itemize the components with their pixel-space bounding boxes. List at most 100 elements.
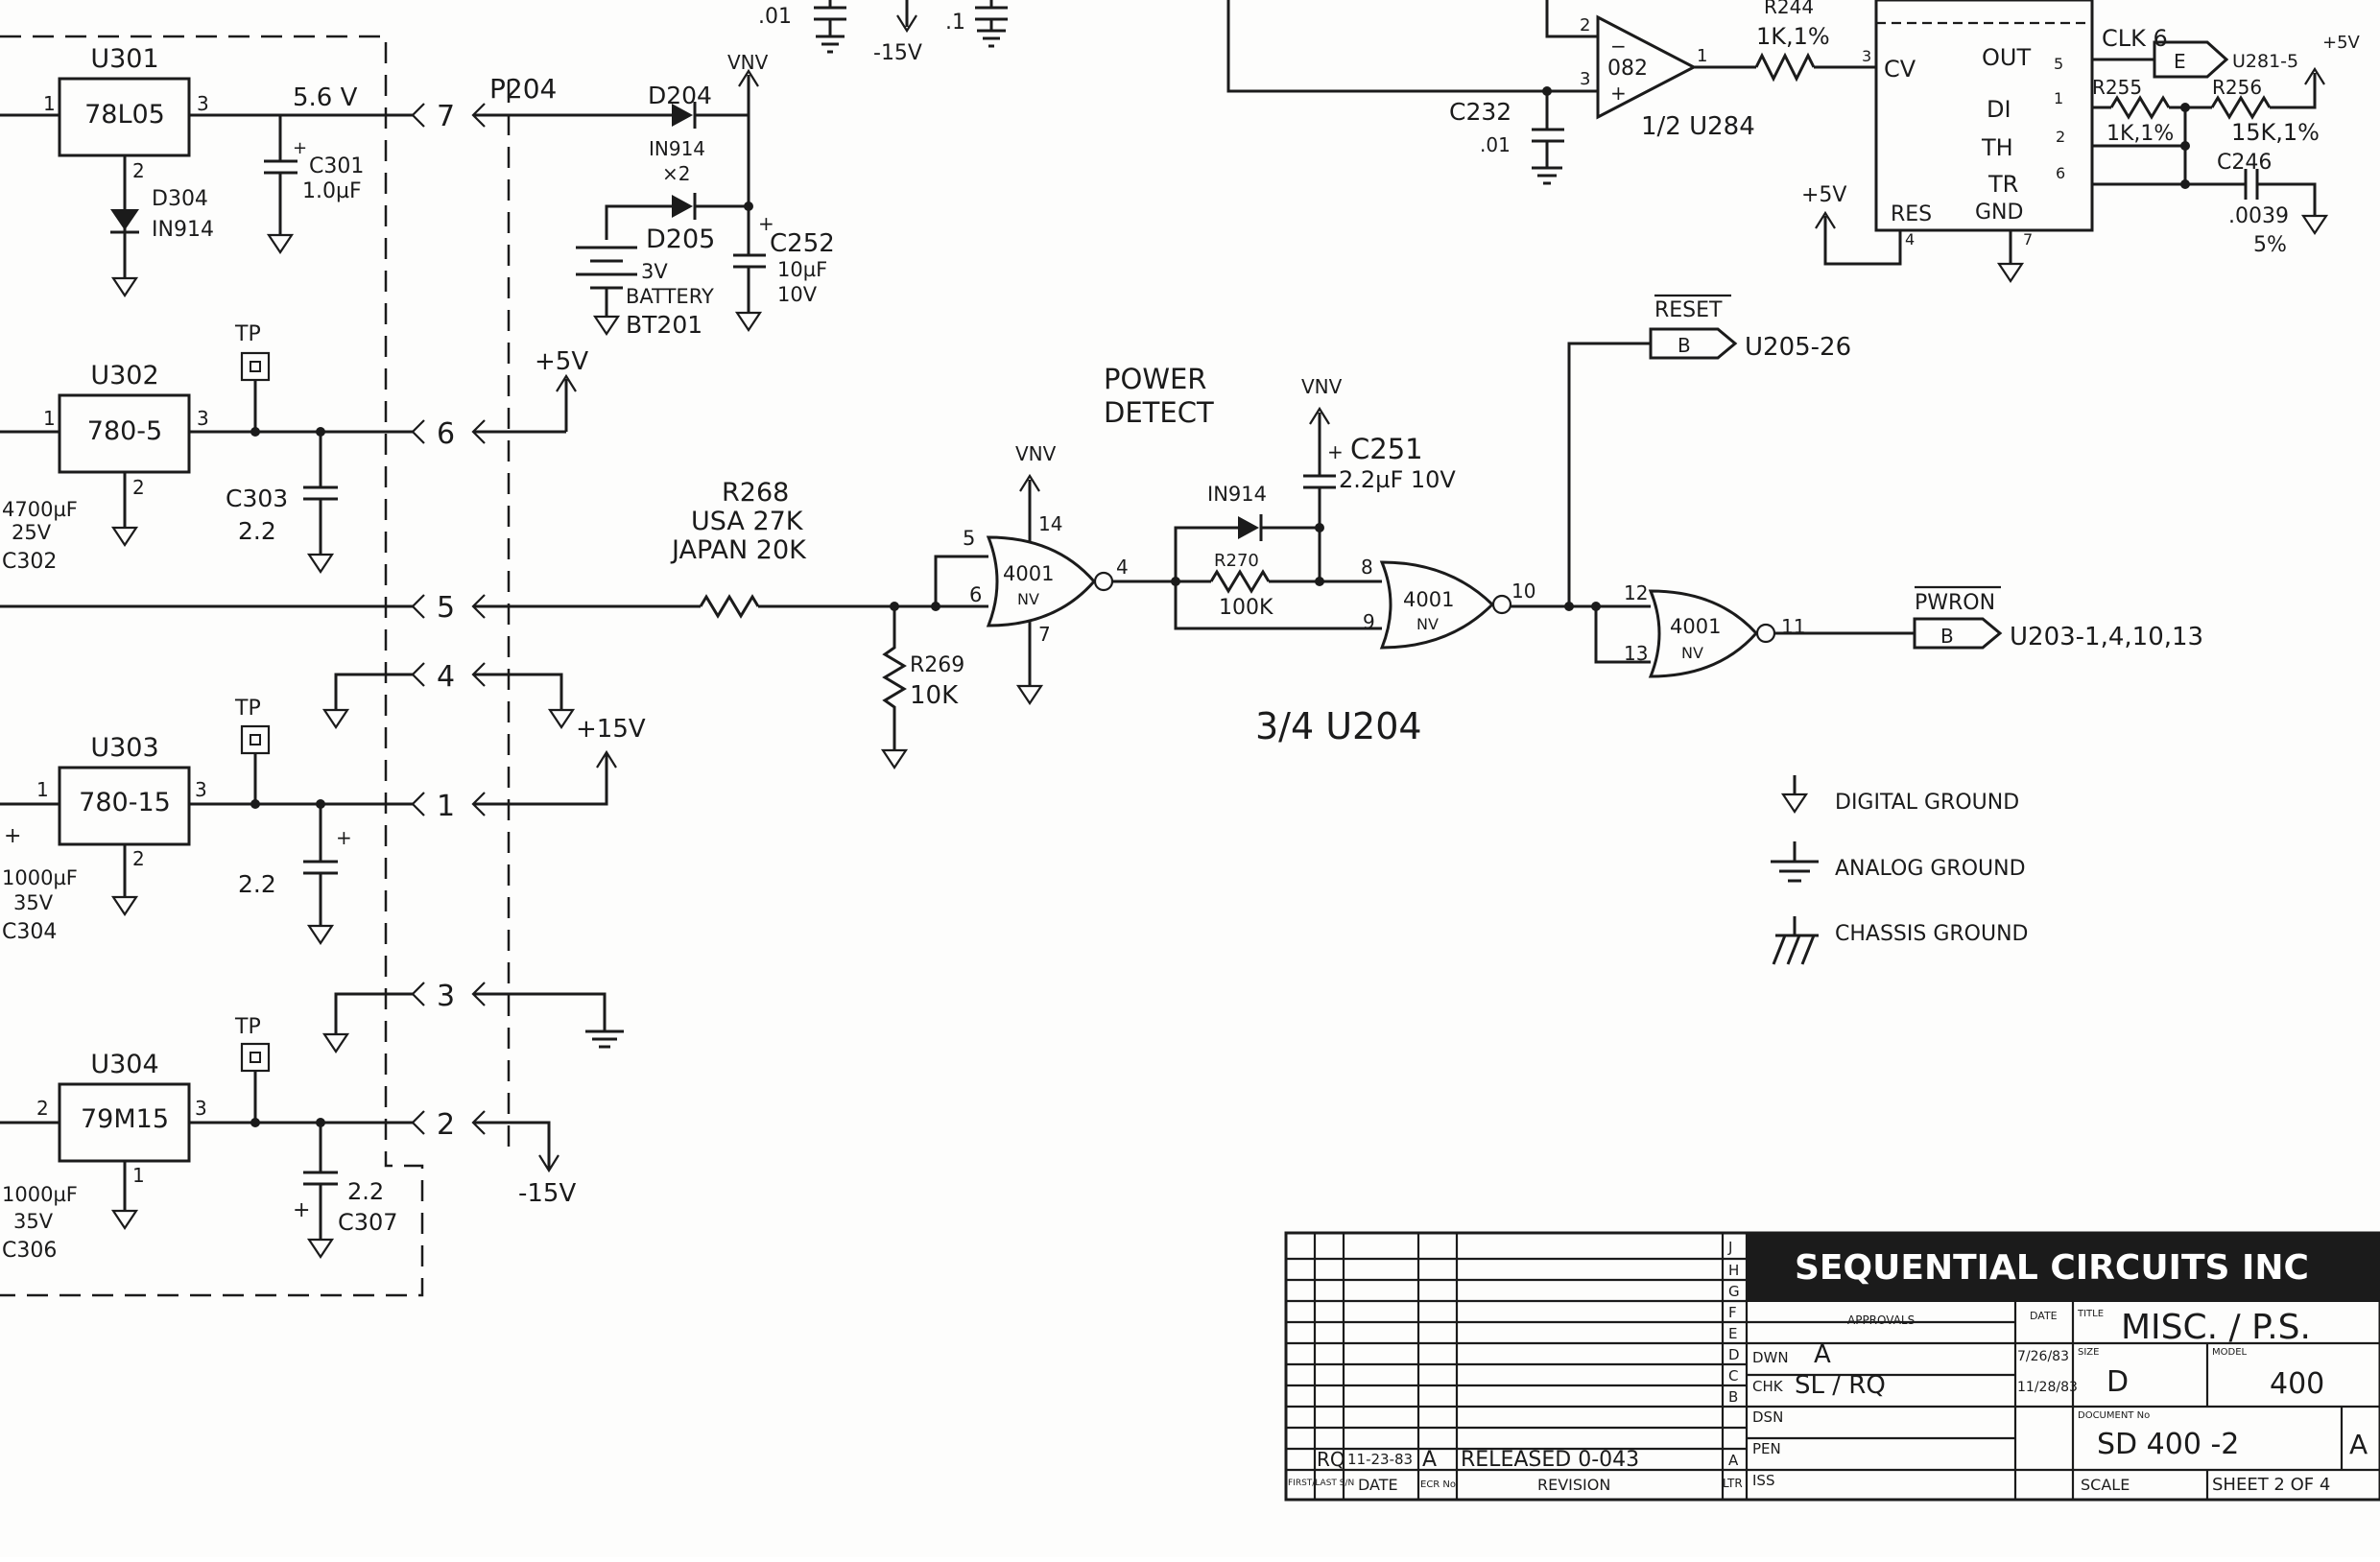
regulator-u304: U304 79M15 2 3 1 TP + 2.2 C307 1000µF 35… — [0, 1015, 413, 1263]
timer-pin-res: RES — [1891, 202, 1932, 226]
timer-pin-di: DI — [1987, 96, 2011, 123]
c301-ref: C301 — [309, 154, 364, 178]
connector-pin-5: 5 — [437, 591, 455, 625]
u301-pin: 2 — [132, 159, 145, 182]
svg-text:−: − — [1610, 35, 1627, 58]
opamp-pin: 2 — [1580, 15, 1590, 36]
regulator-u302: U302 780-5 1 3 2 TP C303 2.2 4700µF 25V … — [0, 322, 413, 574]
power-detect-circuit: POWER DETECT R268 USA 27K JAPAN 20K R269… — [670, 363, 2203, 769]
pd-diode-part: IN914 — [1207, 483, 1267, 506]
c252-v: 10V — [777, 283, 818, 306]
approvals-header: APPROVALS — [1847, 1314, 1915, 1327]
opamp-u284: 082 2 3 1 − + 1/2 U284 C232 .01 R244 1K,… — [1226, 0, 1876, 185]
u304-pin: 3 — [195, 1097, 207, 1120]
dwn-date: 7/26/83 — [2017, 1349, 2069, 1364]
rev-letter: F — [1728, 1304, 1737, 1321]
rail-vnv-label: VNV — [1301, 375, 1343, 398]
clk-flag: E — [2174, 50, 2186, 73]
u302-pin: 3 — [197, 407, 209, 430]
gate-pin: 10 — [1511, 580, 1535, 603]
gate-sub: NV — [1017, 590, 1039, 608]
tp-label: TP — [234, 322, 261, 346]
rail-plus15-label: +15V — [576, 715, 646, 744]
d205-ref: D205 — [646, 225, 715, 254]
u303-ref: U303 — [90, 733, 158, 763]
c246-tol: 5% — [2253, 233, 2287, 257]
legend-digital-ground: DIGITAL GROUND — [1835, 791, 2019, 815]
c246-ref: C246 — [2217, 151, 2272, 175]
power-detect-title: DETECT — [1104, 396, 1214, 429]
top-partial-components: .01 -15V .1 — [758, 0, 1008, 65]
power-supply-enclosure — [0, 35, 511, 1297]
connector-p204: P204 7 6 +5V 5 4 1 +15V — [0, 73, 701, 1208]
p204-ref: P204 — [489, 73, 557, 105]
r270-val: 100K — [1219, 596, 1273, 620]
c307-ref: C307 — [338, 1209, 398, 1236]
c303-ref: C303 — [226, 485, 288, 512]
gate-pin: 5 — [963, 527, 975, 550]
title-header: TITLE — [2077, 1309, 2104, 1319]
rev-letter: H — [1728, 1262, 1739, 1279]
connector-pin-4: 4 — [437, 660, 455, 694]
sheet-number: SHEET 2 OF 4 — [2212, 1475, 2330, 1495]
role-chk: CHK — [1752, 1378, 1784, 1395]
foot-label: DATE — [1358, 1476, 1398, 1494]
c304-ref: C304 — [2, 920, 57, 944]
svg-text:+: + — [4, 824, 21, 848]
foot-label: REVISION — [1537, 1476, 1610, 1494]
connector-pin-3: 3 — [437, 980, 455, 1013]
tp-label: TP — [234, 697, 261, 721]
role-pen: PEN — [1752, 1440, 1781, 1457]
pwron-label: PWRON — [1915, 591, 1995, 615]
rail-plus5-label: +5V — [1801, 183, 1846, 207]
r244-ref: R244 — [1764, 0, 1814, 18]
u303-pin: 3 — [195, 778, 207, 801]
r268-japan: JAPAN 20K — [670, 535, 807, 565]
document-number: SD 400 -2 — [2097, 1428, 2239, 1461]
rev-letter: B — [1728, 1388, 1738, 1406]
u304-part: 79M15 — [81, 1104, 169, 1134]
tp-label: TP — [234, 1015, 261, 1039]
u303-part: 780-15 — [79, 788, 171, 817]
timer-pin-out: OUT — [1982, 44, 2031, 71]
r255-ref: R255 — [2092, 76, 2142, 99]
drawing-title: MISC. / P.S. — [2121, 1308, 2311, 1347]
u301-pin: 1 — [43, 92, 56, 115]
role-dwn: DWN — [1752, 1349, 1789, 1366]
u301-out-label: 5.6 V — [293, 83, 358, 112]
timer-pin-num: 7 — [2023, 230, 2033, 248]
clk-label: CLK 6 — [2102, 25, 2168, 52]
timer-pin-gnd: GND — [1975, 201, 2023, 225]
opamp-ref: 1/2 U284 — [1641, 112, 1755, 141]
timer-pin-num: 1 — [2054, 89, 2063, 107]
foot-label: LTR — [1723, 1477, 1743, 1490]
gate-pin: 7 — [1038, 623, 1051, 646]
battery-backup: D204 IN914 ×2 VNV D205 3V BATTERY BT201 … — [576, 51, 835, 339]
c306-val: 1000µF — [2, 1183, 78, 1206]
reset-dest: U205-26 — [1745, 333, 1851, 362]
rev-letter: D — [1728, 1346, 1740, 1363]
r268-usa: USA 27K — [691, 507, 804, 536]
rail-minus15-top: -15V — [873, 41, 922, 65]
d304-ref: D304 — [152, 187, 208, 211]
u301-ref: U301 — [90, 44, 158, 74]
battery-voltage: 3V — [641, 260, 668, 283]
rail-vnv-label: VNV — [727, 51, 769, 74]
r270-ref: R270 — [1214, 551, 1259, 571]
opamp-pin: 1 — [1697, 46, 1707, 66]
c301-val: 1.0µF — [302, 179, 362, 203]
gate-part: 4001 — [1403, 588, 1454, 611]
regulator-u303: U303 780-15 1 3 2 TP + 2.2 + 1000µF 35V … — [0, 697, 413, 945]
rev-initials: RQ — [1317, 1448, 1345, 1471]
timer-pin-num: 3 — [1862, 47, 1871, 65]
c251-val: 2.2µF 10V — [1339, 466, 1456, 493]
svg-text:+: + — [336, 826, 352, 849]
chk-date: 11/28/83 — [2017, 1380, 2078, 1395]
model-header: MODEL — [2212, 1347, 2248, 1358]
gate-pin: 4 — [1116, 556, 1129, 579]
company-logo-text: SEQUENTIAL CIRCUITS INC — [1795, 1248, 2309, 1288]
foot-label: FIRST/LAST S/N — [1288, 1479, 1354, 1488]
svg-text:+: + — [1610, 82, 1627, 105]
c302-ref: C302 — [2, 550, 57, 574]
